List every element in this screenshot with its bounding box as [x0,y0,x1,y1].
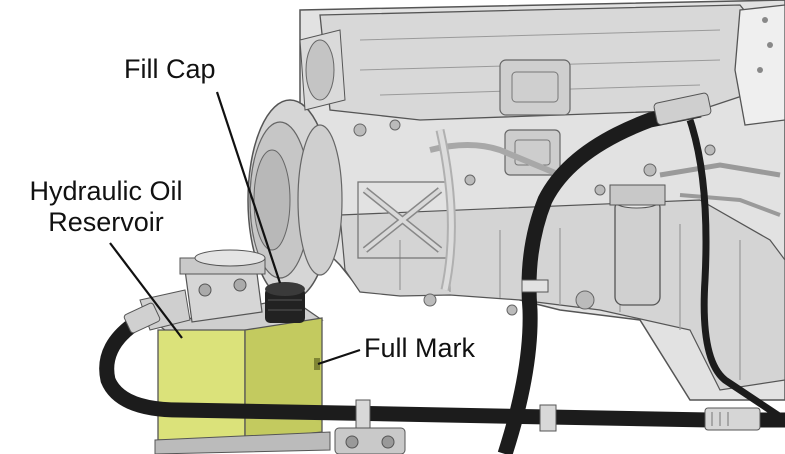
label-hydraulic-oil-reservoir: Hydraulic Oil Reservoir [6,176,206,238]
leader-lines [109,91,361,366]
label-full-mark: Full Mark [364,333,476,363]
label-reservoir-line2: Reservoir [48,207,164,237]
leader-line-reservoir [109,242,183,339]
leader-line-full-mark [317,348,361,366]
suction-hose-illustration [99,302,785,454]
pressure-hose-illustration [497,92,712,454]
label-reservoir-line1: Hydraulic Oil [29,176,183,206]
leader-line-fill-cap [215,91,282,284]
return-hose-illustration [686,118,785,423]
label-fill-cap: Fill Cap [124,54,216,84]
fill-cap-illustration [265,282,305,323]
oil-filter-illustration [609,184,666,306]
